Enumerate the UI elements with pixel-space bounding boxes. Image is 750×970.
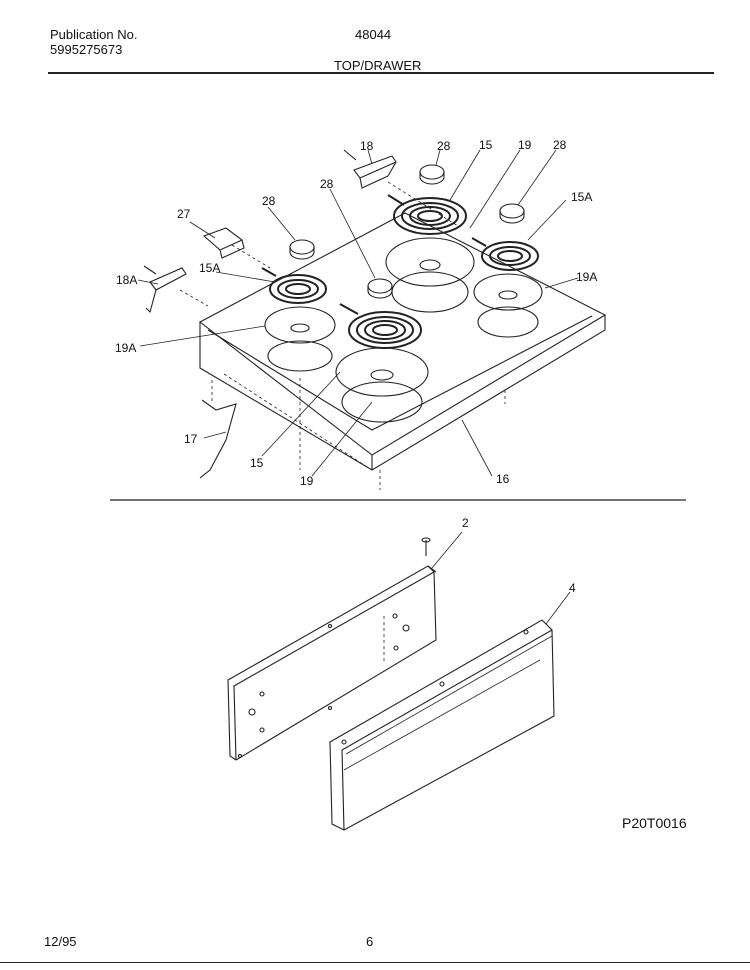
element-15-front <box>335 303 429 423</box>
callout-19-top: 19 <box>518 138 532 152</box>
publication-label: Publication No. <box>50 27 138 42</box>
bracket-18A <box>143 265 187 314</box>
element-15A-left <box>261 267 336 372</box>
callout-19-bottom: 19 <box>300 474 314 488</box>
callout-28-center: 28 <box>320 177 334 191</box>
publication-number: 5995275673 <box>50 42 123 57</box>
callout-15A-right: 15A <box>571 190 592 204</box>
callout-17: 17 <box>184 432 198 446</box>
callout-16: 16 <box>496 472 510 486</box>
drawer-front-4 <box>329 619 555 831</box>
cooktop-panel <box>198 212 607 471</box>
callout-15-bottom: 15 <box>250 456 264 470</box>
callout-27: 27 <box>177 207 191 221</box>
footer-date: 12/95 <box>44 934 77 949</box>
figure-code: P20T0016 <box>622 815 687 831</box>
callout-28-top: 28 <box>437 139 451 153</box>
callout-15-top: 15 <box>479 138 493 152</box>
callout-28-right: 28 <box>553 138 567 152</box>
footer-rule <box>0 962 750 963</box>
element-15-back <box>385 194 475 313</box>
footer-page: 6 <box>366 934 374 949</box>
callout-18A: 18A <box>116 273 137 287</box>
callout-15A-left: 15A <box>199 261 220 275</box>
support-rod-17 <box>199 399 237 479</box>
section-title: TOP/DRAWER <box>334 58 422 73</box>
terminal-block-27 <box>202 227 245 259</box>
callout-28-left: 28 <box>262 194 276 208</box>
bracket-18 <box>343 149 397 189</box>
element-15A-right <box>471 237 543 338</box>
drawer-panel-2 <box>227 565 437 761</box>
model-number: 48044 <box>355 27 392 42</box>
knob-caps-28 <box>289 164 525 299</box>
header-rule <box>48 72 714 74</box>
callout-19A-right: 19A <box>576 270 597 284</box>
screw <box>421 537 431 556</box>
callout-19A-left: 19A <box>115 341 136 355</box>
callout-2: 2 <box>462 516 469 530</box>
callout-18: 18 <box>360 139 374 153</box>
callout-4: 4 <box>569 581 576 595</box>
